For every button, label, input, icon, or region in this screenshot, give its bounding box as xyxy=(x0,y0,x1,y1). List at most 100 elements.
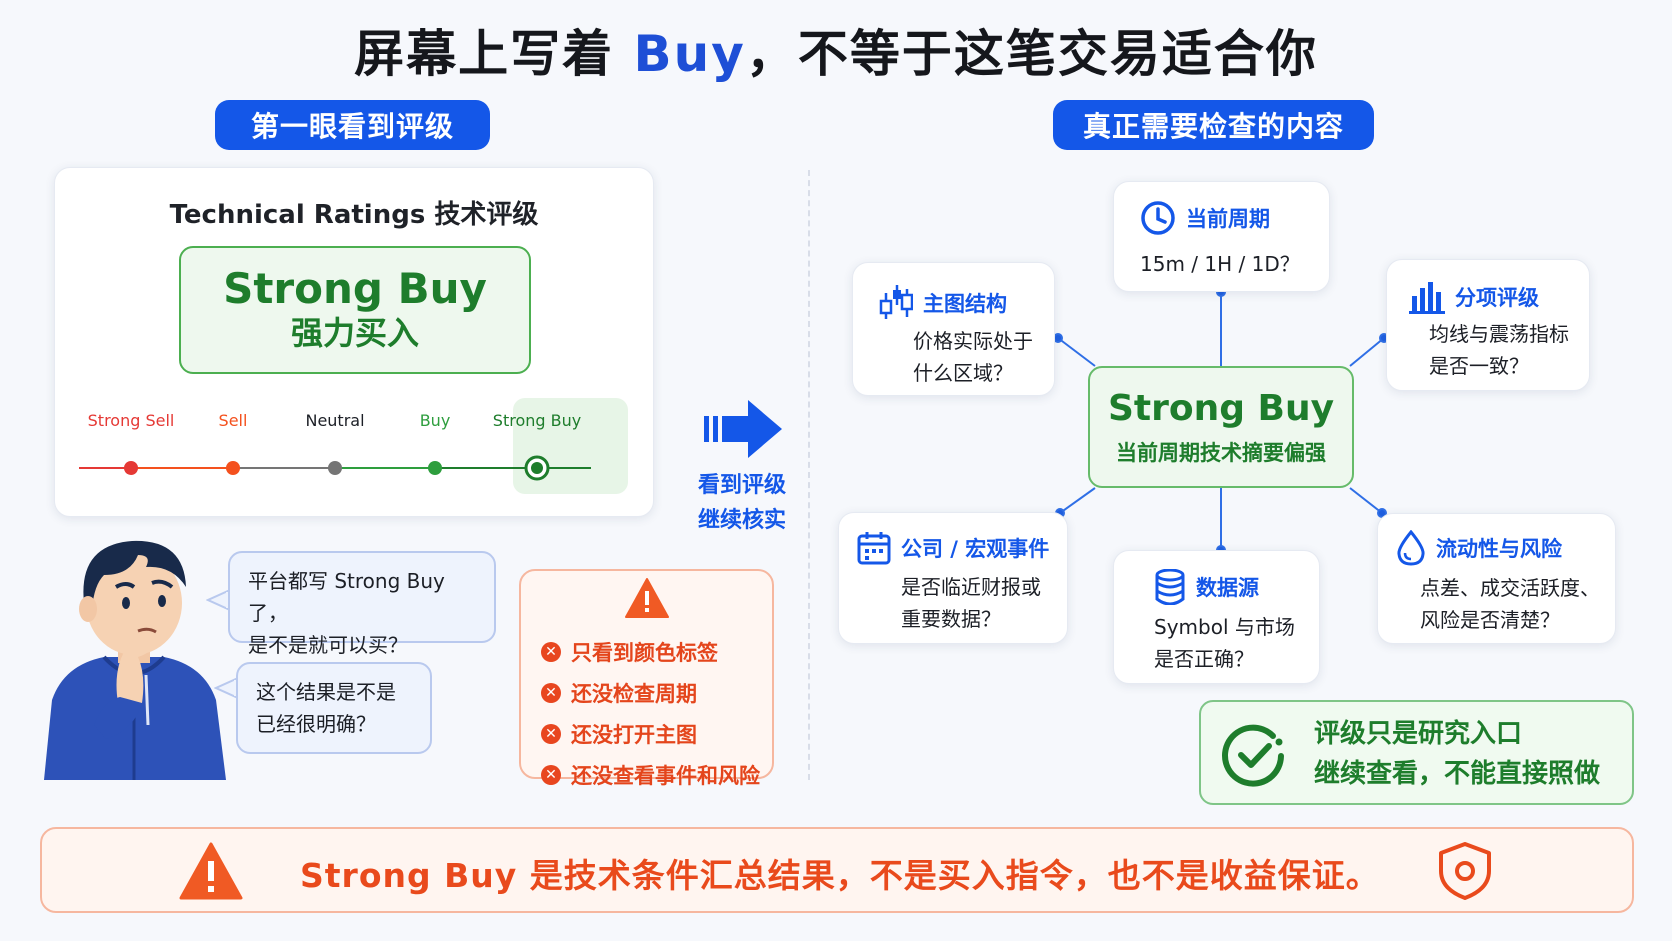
confused-person-illustration xyxy=(44,540,226,780)
bubble2-line2: 已经很明确？ xyxy=(256,712,376,736)
section-divider xyxy=(808,170,810,780)
scale-label-0: Strong Sell xyxy=(87,411,175,430)
research-entry-note: 评级只是研究入口 继续查看，不能直接照做 xyxy=(1199,700,1634,805)
node-chart-body: 价格实际处于 什么区域？ xyxy=(913,325,1033,389)
node-events-body1: 是否临近财报或 xyxy=(901,575,1041,599)
left-section-pill: 第一眼看到评级 xyxy=(215,100,490,150)
bubble1-line2: 是不是就可以买？ xyxy=(248,633,408,657)
node-chart-body2: 什么区域？ xyxy=(913,361,1013,385)
node-split-body: 均线与震荡指标 是否一致？ xyxy=(1429,318,1569,382)
title-prefix: 屏幕上写着 xyxy=(354,25,634,83)
rating-scale xyxy=(79,455,591,481)
rating-scale-labels: Strong Sell Sell Neutral Buy Strong Buy xyxy=(55,411,655,435)
node-period-title: 当前周期 xyxy=(1186,207,1270,231)
node-liquidity-title: 流动性与风险 xyxy=(1436,537,1562,561)
node-split-ratings: 分项评级 均线与震荡指标 是否一致？ xyxy=(1386,259,1590,391)
scale-marker-1 xyxy=(226,461,240,475)
warning-item-label: 还没查看事件和风险 xyxy=(571,764,760,788)
node-liquidity: 流动性与风险 点差、成交活跃度、 风险是否清楚？ xyxy=(1377,513,1616,644)
droplet-icon xyxy=(1397,530,1425,566)
bubble2-line1: 这个结果是不是 xyxy=(256,680,396,704)
node-period-head: 当前周期 xyxy=(1140,200,1270,236)
node-events-title: 公司 / 宏观事件 xyxy=(901,537,1050,561)
node-liquidity-head: 流动性与风险 xyxy=(1396,530,1562,566)
warning-item: ✕ 还没打开主图 xyxy=(541,719,771,749)
warning-list: ✕ 只看到颜色标签 ✕ 还没检查周期 ✕ 还没打开主图 ✕ 还没查看事件和风险 xyxy=(541,637,771,801)
node-liquidity-body: 点差、成交活跃度、 风险是否清楚？ xyxy=(1420,572,1600,636)
arrow-right-icon xyxy=(704,400,782,458)
rating-card-title: Technical Ratings 技术评级 xyxy=(169,200,539,230)
scale-marker-0 xyxy=(124,461,138,475)
warning-item-label: 还没检查周期 xyxy=(571,682,697,706)
rating-card: Technical Ratings 技术评级 Strong Buy 强力买入 S… xyxy=(54,167,654,517)
node-split-head: 分项评级 xyxy=(1409,280,1539,314)
right-section-pill: 真正需要检查的内容 xyxy=(1053,100,1374,150)
x-circle-icon: ✕ xyxy=(541,642,561,662)
disclaimer-banner: Strong Buy 是技术条件汇总结果，不是买入指令，也不是收益保证。 xyxy=(40,827,1634,913)
x-circle-icon: ✕ xyxy=(541,724,561,744)
warning-item-label: 只看到颜色标签 xyxy=(571,641,718,665)
title-suffix: ，不等于这笔交易适合你 xyxy=(745,25,1318,83)
node-events-body2: 重要数据？ xyxy=(901,607,1001,631)
node-chart-head: 主图结构 xyxy=(879,283,1007,323)
node-events-body: 是否临近财报或 重要数据？ xyxy=(901,571,1041,635)
x-circle-icon: ✕ xyxy=(541,683,561,703)
node-data-body2: 是否正确？ xyxy=(1154,647,1254,671)
node-data-body: Symbol 与市场 是否正确？ xyxy=(1154,611,1295,675)
node-data-head: 数据源 xyxy=(1154,569,1259,605)
strong-buy-badge: Strong Buy 强力买入 xyxy=(179,246,531,374)
badge-zh: 强力买入 xyxy=(290,314,419,353)
page-title: 屏幕上写着 Buy，不等于这笔交易适合你 xyxy=(0,14,1672,86)
center-node-title: Strong Buy xyxy=(1107,387,1335,429)
badge-en: Strong Buy xyxy=(223,264,487,314)
node-liquidity-body2: 风险是否清楚？ xyxy=(1420,608,1560,632)
warning-item: ✕ 只看到颜色标签 xyxy=(541,637,771,667)
warning-item: ✕ 还没查看事件和风险 xyxy=(541,760,771,790)
note-line1: 评级只是研究入口 xyxy=(1314,719,1523,749)
calendar-icon xyxy=(857,532,891,565)
bubble1-line1: 平台都写 Strong Buy 了， xyxy=(248,569,445,625)
center-node: Strong Buy 当前周期技术摘要偏强 xyxy=(1088,366,1354,488)
title-accent: Buy xyxy=(633,25,746,83)
clock-icon xyxy=(1141,201,1175,235)
candlestick-icon xyxy=(879,285,913,319)
bar-chart-icon xyxy=(1409,282,1445,314)
arrow-caption: 看到评级 继续核实 xyxy=(678,468,806,538)
node-split-body2: 是否一致？ xyxy=(1429,354,1529,378)
warning-card: ✕ 只看到颜色标签 ✕ 还没检查周期 ✕ 还没打开主图 ✕ 还没查看事件和风险 xyxy=(519,569,774,788)
note-text: 评级只是研究入口 继续查看，不能直接照做 xyxy=(1314,714,1600,795)
warning-item-label: 还没打开主图 xyxy=(571,723,697,747)
node-data-title: 数据源 xyxy=(1196,576,1259,600)
node-data-body1: Symbol 与市场 xyxy=(1154,615,1295,639)
arrow-caption-line2: 继续核实 xyxy=(697,508,786,534)
scale-marker-2 xyxy=(328,461,342,475)
scale-label-2: Neutral xyxy=(305,411,365,430)
node-liquidity-body1: 点差、成交活跃度、 xyxy=(1420,576,1600,600)
scale-marker-3 xyxy=(428,461,442,475)
node-chart-title: 主图结构 xyxy=(923,292,1007,316)
x-circle-icon: ✕ xyxy=(541,765,561,785)
node-data-source: 数据源 Symbol 与市场 是否正确？ xyxy=(1113,550,1320,684)
node-split-body1: 均线与震荡指标 xyxy=(1429,322,1569,346)
database-icon xyxy=(1155,569,1185,605)
speech-bubble-2: 这个结果是不是 已经很明确？ xyxy=(236,662,432,754)
node-period-body: 15m / 1H / 1D？ xyxy=(1140,252,1300,276)
warning-item: ✕ 还没检查周期 xyxy=(541,678,771,708)
node-chart-body1: 价格实际处于 xyxy=(913,329,1033,353)
speech-bubble-1: 平台都写 Strong Buy 了， 是不是就可以买？ xyxy=(228,551,496,657)
scale-label-3: Buy xyxy=(419,411,451,430)
warning-triangle-icon xyxy=(179,842,243,900)
node-split-title: 分项评级 xyxy=(1455,286,1539,310)
scale-label-1: Sell xyxy=(218,411,248,430)
scale-label-4: Strong Buy xyxy=(492,411,582,430)
node-events: 公司 / 宏观事件 是否临近财报或 重要数据？ xyxy=(838,512,1068,644)
note-line2: 继续查看，不能直接照做 xyxy=(1314,759,1601,790)
node-chart: 主图结构 价格实际处于 什么区域？ xyxy=(852,262,1055,396)
disclaimer-text: Strong Buy 是技术条件汇总结果，不是买入指令，也不是收益保证。 xyxy=(300,856,1380,895)
center-node-subtitle: 当前周期技术摘要偏强 xyxy=(1116,440,1326,465)
warning-triangle-icon xyxy=(625,578,669,618)
shield-icon xyxy=(1439,842,1491,900)
arrow-caption-line1: 看到评级 xyxy=(697,473,786,498)
node-period: 当前周期 15m / 1H / 1D？ xyxy=(1113,181,1330,292)
node-events-head: 公司 / 宏观事件 xyxy=(857,531,1049,565)
